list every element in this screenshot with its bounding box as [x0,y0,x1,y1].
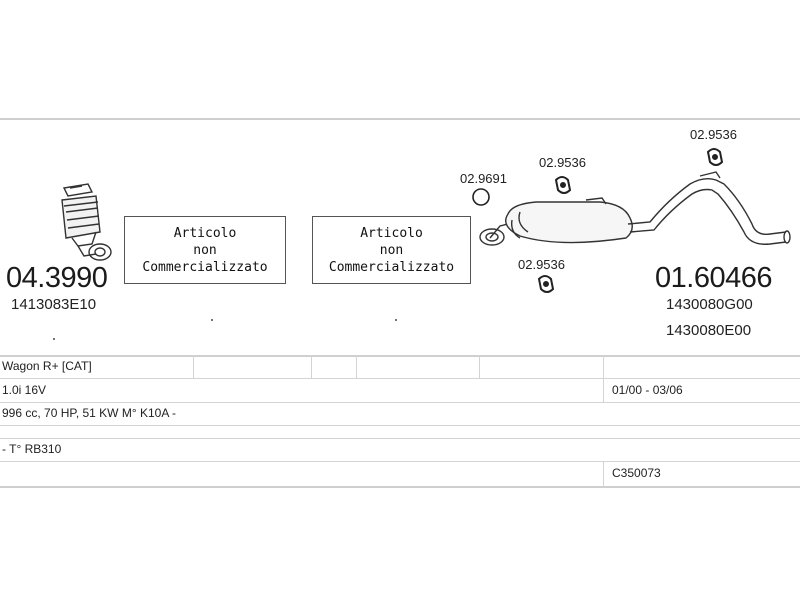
vehicle-engine: 1.0i 16V [2,383,47,397]
right-part-code[interactable]: 01.60466 [655,262,772,294]
hanger-top-mid-drawing [554,176,572,194]
hanger-top-mid-code[interactable]: 02.9536 [539,155,586,170]
box1-line3: Commercializzato [142,259,268,275]
right-oem-number-2: 1430080E00 [666,322,752,339]
box2-line2: non [379,242,404,258]
left-part-code[interactable]: 04.3990 [6,262,108,294]
table-bottom-border [0,486,800,488]
row-divider-2 [0,402,800,403]
row-divider-5 [0,461,800,462]
hanger-top-right-drawing [706,148,724,166]
hanger-bottom-code[interactable]: 02.9536 [518,257,565,272]
hanger-bottom-drawing [537,275,555,293]
col-divider-4 [479,355,480,378]
right-oem-number-1: 1430080G00 [666,296,753,313]
row-divider-3 [0,425,800,426]
rear-silencer-drawing [479,171,791,246]
vehicle-dates: 01/00 - 03/06 [612,383,683,397]
col-divider-3 [356,355,357,378]
table-top-border [0,355,800,357]
dot-left [53,338,55,340]
box1-line2: non [193,242,217,258]
col-divider-1 [193,355,194,378]
box1-line1: Articolo [173,225,237,241]
box2-line1: Articolo [360,225,423,241]
vehicle-spec: 996 cc, 70 HP, 51 KW M° K10A - [2,406,176,420]
left-oem-number: 1413083E10 [11,296,97,313]
not-available-box-2: Articolo non Commercializzato [312,216,471,284]
col-divider-2 [311,355,312,378]
box2-line3: Commercializzato [328,259,455,275]
top-border [0,118,800,120]
clamp-code[interactable]: 02.9691 [460,171,507,186]
col-divider-6 [603,461,604,486]
dot-box2 [395,319,397,321]
hanger-top-right-code[interactable]: 02.9536 [690,127,737,142]
catalytic-converter-drawing [61,183,112,261]
catalog-reference: C350073 [612,466,661,480]
not-available-box-1: Articolo non Commercializzato [124,216,286,284]
row-divider-1 [0,378,800,379]
row-divider-4 [0,438,800,439]
clamp-ring-drawing [472,188,490,206]
vehicle-type: - T° RB310 [2,442,62,456]
col-divider-5 [603,355,604,402]
vehicle-model: Wagon R+ [CAT] [2,359,92,373]
dot-box1 [211,319,213,321]
